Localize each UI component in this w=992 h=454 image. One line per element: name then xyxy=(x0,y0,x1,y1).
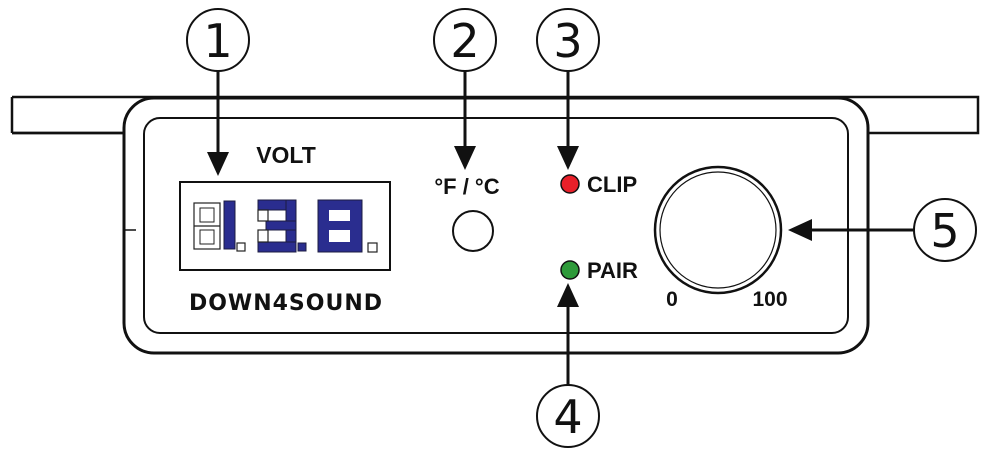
knob-max-label: 100 xyxy=(752,288,787,311)
clip-label: CLIP xyxy=(587,172,637,197)
arrow-down-icon xyxy=(557,146,579,170)
brand-logo: DOWN4SOUND xyxy=(189,291,383,316)
pair-led xyxy=(560,260,580,280)
callout-3-number: 3 xyxy=(553,14,582,68)
temp-unit-button[interactable] xyxy=(452,210,494,252)
panel-face xyxy=(143,117,849,334)
callout-2-number: 2 xyxy=(450,14,479,68)
callout-5-number: 5 xyxy=(930,204,959,258)
volume-knob[interactable] xyxy=(653,165,783,295)
volt-label: VOLT xyxy=(256,142,316,168)
arrow-down-icon xyxy=(207,152,229,176)
display-digits xyxy=(193,199,378,253)
arrow-up-icon xyxy=(557,283,579,307)
callout-1-number: 1 xyxy=(203,14,232,68)
callout-4-number: 4 xyxy=(553,390,582,444)
arrow-left-icon xyxy=(788,219,812,241)
pair-label: PAIR xyxy=(587,258,638,283)
knob-min-label: 0 xyxy=(666,288,678,311)
temp-unit-label: °F / °C xyxy=(434,174,499,199)
arrow-down-icon xyxy=(454,146,476,170)
clip-led xyxy=(560,174,580,194)
